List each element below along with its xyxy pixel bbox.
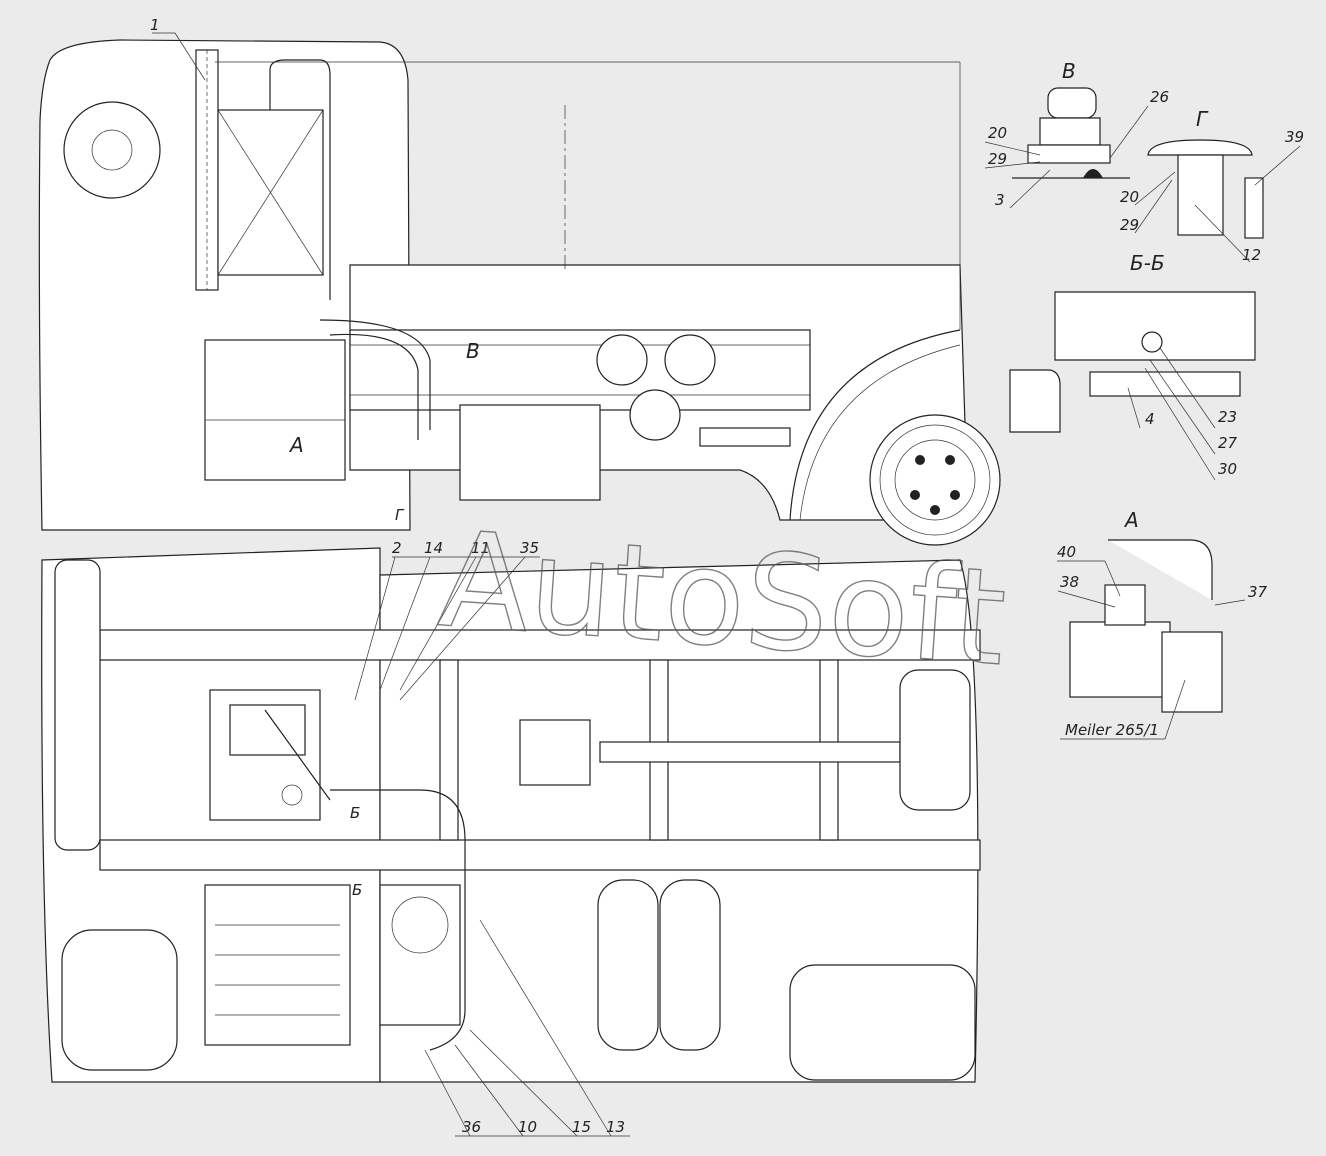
callout-heater-model: Meiler 265/1 [1065, 721, 1159, 739]
pump-housing [379, 884, 461, 1026]
callout-15: 15 [572, 1118, 591, 1136]
detail-v-title: В [1062, 59, 1076, 83]
detail-a: А 40 38 37 Meiler 265/1 [1057, 508, 1268, 740]
detail-v: В 20 29 3 26 [984, 59, 1169, 209]
section-bb: Б-Б 4 23 27 30 [1009, 251, 1256, 481]
coolant-hose [330, 789, 466, 1051]
plan-view: Б Б 2 14 11 35 36 10 15 13 [41, 539, 981, 1137]
callout-20-g: 20 [1120, 188, 1139, 206]
callout-20-v: 20 [988, 124, 1007, 142]
coolant-pipe [319, 319, 431, 430]
frame-rail-lower [99, 839, 981, 871]
section-bb-title: Б-Б [1130, 251, 1165, 275]
detail-g: Г 20 29 12 39 [1120, 107, 1304, 264]
plan-callouts-bottom: 36 10 15 13 [424, 919, 630, 1137]
callout-13: 13 [606, 1118, 625, 1136]
callout-39: 39 [1285, 128, 1304, 146]
callout-23: 23 [1218, 408, 1237, 426]
fender-curve [789, 329, 961, 521]
callout-38: 38 [1060, 573, 1079, 591]
frame-rail-upper [99, 629, 981, 661]
battery-box [204, 884, 351, 1046]
callout-10: 10 [518, 1118, 537, 1136]
plan-callouts-top: 2 14 11 35 [354, 539, 540, 701]
air-receiver-1 [597, 879, 659, 1051]
cardan-shaft-plan [599, 741, 901, 763]
detail-a-title: А [1123, 508, 1139, 532]
callout-2: 2 [392, 539, 402, 557]
air-tank-1 [596, 334, 648, 386]
callout-35: 35 [520, 539, 539, 557]
callout-4: 4 [1145, 410, 1155, 428]
gearbox [459, 404, 601, 501]
air-tank-2 [664, 334, 716, 386]
label-g-side: Г [395, 506, 405, 524]
cardan-shaft [699, 427, 791, 447]
callout-26: 26 [1150, 88, 1169, 106]
callout-40: 40 [1057, 543, 1076, 561]
air-filter [63, 101, 161, 199]
mirror [61, 929, 178, 1071]
label-b-plan-upper: Б [350, 804, 360, 822]
radiator-plan [54, 559, 101, 851]
callout-37: 37 [1248, 583, 1268, 601]
callout-11: 11 [471, 539, 490, 557]
callout-29-g: 29 [1120, 216, 1139, 234]
air-receiver-2 [659, 879, 721, 1051]
heater-unit [204, 339, 346, 481]
callout-29-v: 29 [988, 150, 1007, 168]
callout-27: 27 [1218, 434, 1238, 452]
frame-rail [349, 329, 811, 411]
label-b-side: В [466, 339, 480, 363]
label-b-plan-lower: Б [352, 881, 362, 899]
detail-g-title: Г [1196, 107, 1209, 131]
callout-3: 3 [995, 191, 1005, 209]
callout-36: 36 [462, 1118, 481, 1136]
callout-14: 14 [424, 539, 443, 557]
air-tank-3 [629, 389, 681, 441]
heater-body [1069, 621, 1171, 698]
rear-wheel-plan [789, 964, 976, 1081]
label-a-side: А [288, 433, 304, 457]
callout-12: 12 [1242, 246, 1261, 264]
callout-1: 1 [150, 16, 160, 34]
side-view: А В Г 1 [38, 16, 1001, 546]
wheel [869, 414, 1001, 546]
callout-30: 30 [1218, 460, 1237, 478]
